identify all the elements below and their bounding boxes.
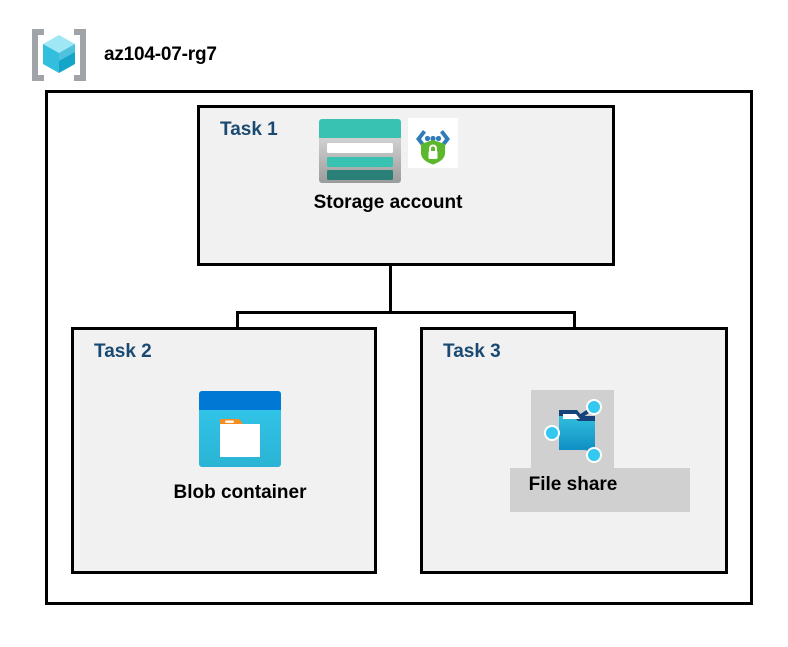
node-storage-account: Storage account: [283, 118, 493, 214]
task-label-1: Task 1: [220, 119, 278, 140]
node-file-share: File share: [470, 388, 676, 496]
secure-endpoint-shield-icon: [408, 118, 458, 168]
node-caption-storage-account: Storage account: [313, 192, 463, 213]
connector-horizontal-bus: [236, 311, 576, 314]
node-caption-blob-container: Blob container: [173, 482, 307, 503]
node-blob-container: Blob container: [145, 390, 335, 504]
file-share-icon: [533, 388, 613, 468]
resource-group-title: az104-07-rg7: [104, 44, 217, 65]
resource-group-icon: [28, 25, 90, 85]
file-share-label-highlight: [510, 468, 690, 512]
blob-container-icon: [198, 390, 282, 468]
resource-group-header: az104-07-rg7: [28, 25, 217, 85]
task-label-3: Task 3: [443, 341, 501, 362]
node-caption-file-share: File share: [528, 474, 618, 495]
task-box-1: Task 1: [197, 105, 615, 266]
connector-storage-trunk: [389, 230, 392, 313]
task-label-2: Task 2: [94, 341, 152, 362]
storage-account-icon: [318, 118, 402, 184]
